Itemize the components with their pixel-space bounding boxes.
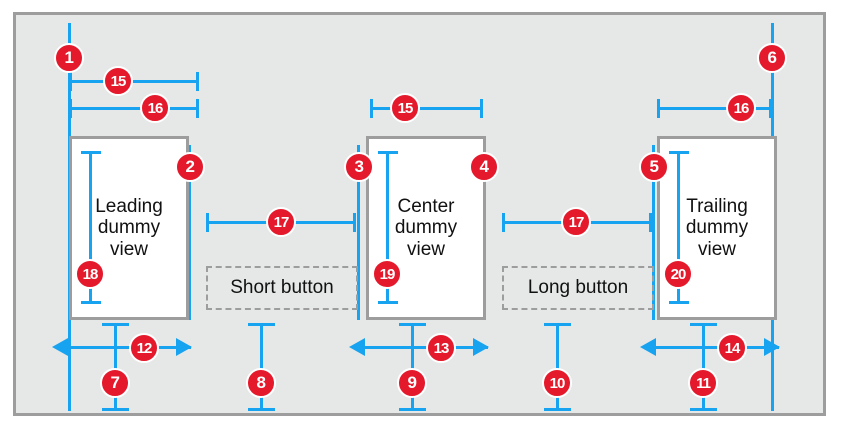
guide-8-bottom-tick: [248, 408, 275, 411]
long-button[interactable]: Long button: [502, 266, 654, 310]
dimension-20-bottom-tick: [669, 301, 689, 304]
guide-7-bottom-tick: [102, 408, 129, 411]
marker-14[interactable]: 14: [717, 333, 747, 363]
guide-line-9-center-view-center: [411, 323, 414, 411]
guide-line-5-trailing-view-leading-edge: [652, 145, 655, 320]
marker-15-center[interactable]: 15: [390, 93, 420, 123]
marker-9[interactable]: 9: [397, 368, 427, 398]
dimension-15-left-tick: [69, 72, 72, 91]
guide-11-bottom-tick: [690, 408, 717, 411]
short-button[interactable]: Short button: [206, 266, 358, 310]
marker-5[interactable]: 5: [639, 152, 669, 182]
marker-2[interactable]: 2: [175, 152, 205, 182]
marker-17-right[interactable]: 17: [561, 207, 591, 237]
center-dummy-view-label: Center dummy view: [394, 195, 458, 260]
dimension-14-left-arrow: [640, 338, 656, 356]
dimension-17-right-end-tick: [649, 213, 652, 232]
dimension-12-line: [66, 346, 191, 349]
guide-line-10-long-button-center: [556, 323, 559, 411]
dimension-16-right-right-tick: [769, 99, 772, 118]
dimension-13-right-arrow: [473, 338, 489, 356]
guide-line-3-center-view-leading-edge: [357, 145, 360, 320]
marker-6[interactable]: 6: [757, 43, 787, 73]
marker-10[interactable]: 10: [542, 368, 572, 398]
short-button-label: Short button: [230, 277, 334, 298]
guide-line-11-trailing-view-center: [702, 323, 705, 411]
marker-1[interactable]: 1: [54, 43, 84, 73]
dimension-14-right-arrow: [764, 338, 780, 356]
guide-8-top-tick: [248, 323, 275, 326]
trailing-dummy-view[interactable]: Trailing dummy view: [657, 136, 777, 320]
marker-20[interactable]: 20: [663, 259, 693, 289]
guide-7-top-tick: [102, 323, 129, 326]
marker-16-left[interactable]: 16: [140, 93, 170, 123]
dimension-16-right-left-tick: [657, 99, 660, 118]
dimension-20-top-tick: [669, 151, 689, 154]
dimension-18-bottom-tick: [81, 301, 101, 304]
marker-12[interactable]: 12: [129, 333, 159, 363]
dimension-18-top-tick: [81, 151, 101, 154]
marker-4[interactable]: 4: [469, 152, 499, 182]
dimension-15-right-tick: [196, 72, 199, 91]
guide-9-bottom-tick: [399, 408, 426, 411]
guide-11-top-tick: [690, 323, 717, 326]
marker-17-left[interactable]: 17: [266, 207, 296, 237]
dimension-12-left-arrow: [52, 338, 68, 356]
dimension-12-right-arrow: [176, 338, 192, 356]
dimension-19-bottom-tick: [378, 301, 398, 304]
dimension-13-line: [363, 346, 488, 349]
marker-3[interactable]: 3: [344, 152, 374, 182]
dimension-17-left-start-tick: [206, 213, 209, 232]
dimension-15-center-line: [370, 107, 483, 110]
marker-13[interactable]: 13: [426, 333, 456, 363]
dimension-15-center-left-tick: [370, 99, 373, 118]
marker-11[interactable]: 11: [688, 368, 718, 398]
marker-19[interactable]: 19: [372, 259, 402, 289]
marker-16-right[interactable]: 16: [726, 93, 756, 123]
guide-10-bottom-tick: [544, 408, 571, 411]
dimension-15-left-line: [69, 80, 199, 83]
dimension-13-left-arrow: [349, 338, 365, 356]
dimension-19-line: [386, 151, 389, 304]
leading-dummy-view[interactable]: Leading dummy view: [69, 136, 189, 320]
guide-9-top-tick: [399, 323, 426, 326]
center-dummy-view[interactable]: Center dummy view: [366, 136, 486, 320]
dimension-16-left-line: [69, 107, 199, 110]
trailing-dummy-view-label: Trailing dummy view: [685, 195, 749, 260]
marker-8[interactable]: 8: [246, 368, 276, 398]
marker-7[interactable]: 7: [100, 368, 130, 398]
guide-10-top-tick: [544, 323, 571, 326]
guide-line-2-leading-view-trailing-edge: [188, 145, 191, 320]
dimension-18-line: [89, 151, 92, 304]
dimension-20-line: [677, 151, 680, 304]
dimension-16-right-line: [657, 107, 772, 110]
dimension-17-left-end-tick: [353, 213, 356, 232]
dimension-16-right-tick: [196, 99, 199, 118]
dimension-14-line: [654, 346, 779, 349]
long-button-label: Long button: [527, 277, 629, 298]
leading-dummy-view-label: Leading dummy view: [95, 195, 163, 260]
dimension-19-top-tick: [378, 151, 398, 154]
dimension-17-right-start-tick: [502, 213, 505, 232]
dimension-15-center-right-tick: [480, 99, 483, 118]
diagram-canvas: 15 16 15 16 17 17 Leading dummy view: [13, 12, 826, 416]
guide-line-8-short-button-center: [260, 323, 263, 411]
marker-18[interactable]: 18: [75, 259, 105, 289]
marker-15-left[interactable]: 15: [103, 66, 133, 96]
guide-line-7-leading-view-center: [114, 323, 117, 411]
dimension-16-left-tick: [69, 99, 72, 118]
